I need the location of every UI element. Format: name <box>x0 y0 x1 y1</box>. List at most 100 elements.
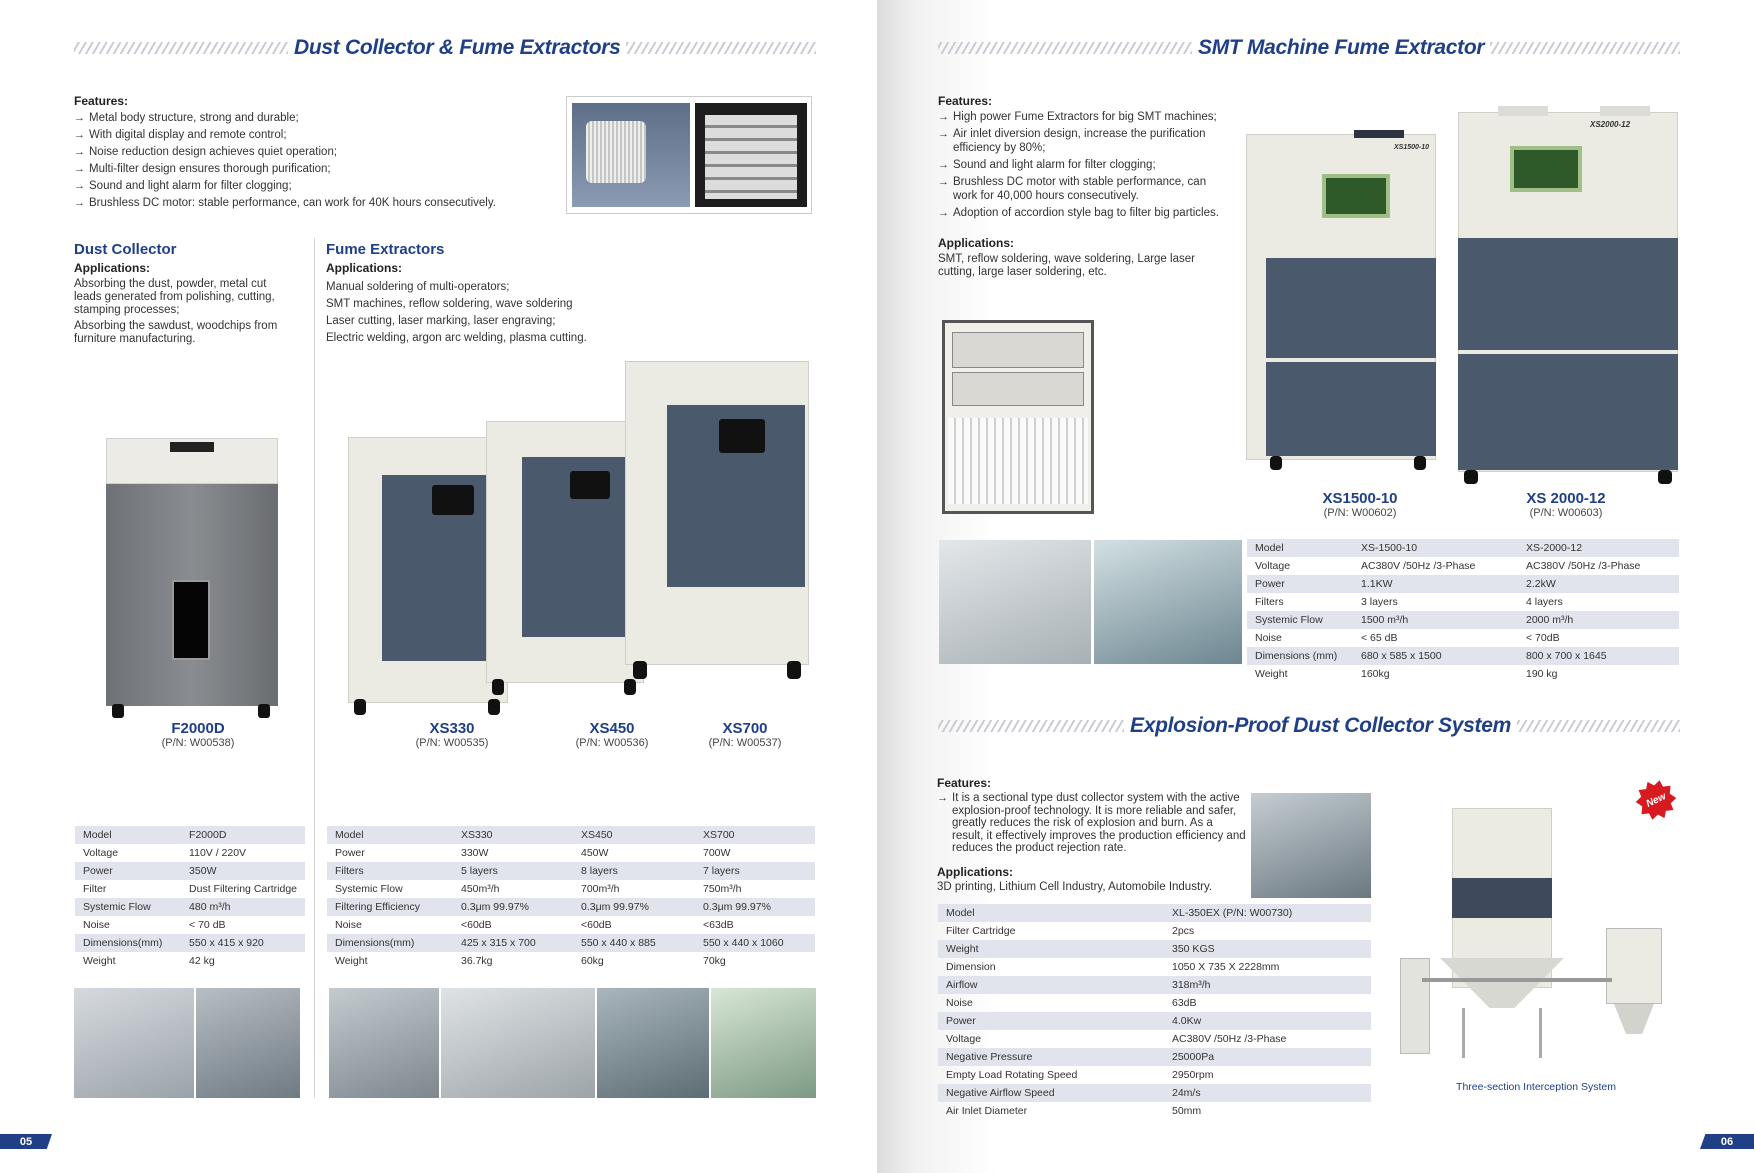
explosion-header: Explosion-Proof Dust Collector System <box>938 714 1680 737</box>
table-cell: 1500 m³/h <box>1353 611 1518 629</box>
table-cell: Dimensions(mm) <box>327 934 453 952</box>
table-cell: Air Inlet Diameter <box>946 1105 1028 1117</box>
table-cell: Dust Filtering Cartridge <box>189 883 297 895</box>
table-cell: 0.3μm 99.97% <box>453 898 573 916</box>
table-row: Dimensions(mm)550 x 415 x 920 <box>75 934 305 952</box>
xs1500-10-label: XS1500-10 (P/N: W00602) <box>1300 490 1420 519</box>
table-cell: Systemic Flow <box>75 898 182 916</box>
feature-item: Sound and light alarm for filter cloggin… <box>938 158 1230 172</box>
xs330-label: XS330 (P/N: W00535) <box>400 720 504 749</box>
application-photo <box>196 988 300 1098</box>
xs2000-12-label: XS 2000-12 (P/N: W00603) <box>1506 490 1626 519</box>
filter-layers-image <box>695 103 807 207</box>
machine-label: XS1500-10 <box>1394 144 1430 151</box>
application-photo <box>1094 540 1242 664</box>
f2000d-image <box>106 438 278 718</box>
table-cell: Weight <box>938 940 1164 958</box>
explosion-applications-heading: Applications: <box>937 864 1014 879</box>
fume-application-item: Laser cutting, laser marking, laser engr… <box>326 315 556 327</box>
table-cell: 190 kg <box>1526 668 1558 680</box>
table-cell: AC380V /50Hz /3-Phase <box>1526 560 1641 572</box>
table-cell: Noise <box>83 919 110 931</box>
table-cell: < 70 dB <box>189 919 226 931</box>
xs700-image <box>625 361 809 679</box>
table-cell: 680 x 585 x 1500 <box>1353 647 1518 665</box>
model-name: XS330 <box>429 720 475 737</box>
table-cell: 1050 X 735 X 2228mm <box>1172 961 1280 973</box>
system-caption: Three-section Interception System <box>1456 1081 1616 1093</box>
part-number: (P/N: W00538) <box>161 737 235 749</box>
table-cell: XS-1500-10 <box>1353 539 1518 557</box>
table-cell: 36.7kg <box>461 955 493 967</box>
features-heading: Features: <box>938 94 993 108</box>
table-cell: Power <box>335 847 365 859</box>
table-cell: Systemic Flow <box>335 883 403 895</box>
table-cell: XL-350EX (P/N: W00730) <box>1164 904 1371 922</box>
table-cell: Filter Cartridge <box>946 925 1016 937</box>
feature-item: Multi-filter design ensures thorough pur… <box>74 161 554 178</box>
application-photo <box>74 988 194 1098</box>
table-cell: Dimension <box>946 961 996 973</box>
table-cell: 160kg <box>1361 668 1390 680</box>
dust-collector-section: Dust Collector Applications: Absorbing t… <box>74 241 294 346</box>
model-name: F2000D <box>171 720 225 737</box>
filter-cartridge-image <box>572 103 690 207</box>
table-cell: Model <box>938 904 1164 922</box>
model-name: XS1500-10 <box>1322 490 1398 507</box>
table-cell: 2950rpm <box>1172 1069 1214 1081</box>
fume-application-item: SMT machines, reflow soldering, wave sol… <box>326 298 573 310</box>
table-row: Weight 160kg 190 kg <box>1247 665 1679 683</box>
explosion-proof-system-image <box>1392 778 1692 1078</box>
table-cell: Weight <box>1255 668 1288 680</box>
table-cell: 42 kg <box>189 955 215 967</box>
table-cell: Dimensions(mm) <box>75 934 182 952</box>
table-cell: Power <box>1247 575 1353 593</box>
filter-photo-frame <box>566 96 812 214</box>
table-cell: Noise <box>335 919 362 931</box>
model-name: XS 2000-12 <box>1526 490 1606 507</box>
table-cell: 8 layers <box>573 862 695 880</box>
feature-item: It is a sectional type dust collector sy… <box>937 792 1247 855</box>
fume-extractors-section: Fume Extractors Applications: Manual sol… <box>326 241 686 347</box>
dust-application-item: Absorbing the sawdust, woodchips from fu… <box>74 320 278 345</box>
part-number: (P/N: W00537) <box>708 737 782 749</box>
table-cell: Weight <box>83 955 116 967</box>
table-row: Weight 42 kg <box>75 952 305 970</box>
table-cell: 350W <box>181 862 305 880</box>
left-header-title: Dust Collector & Fume Extractors <box>294 36 621 59</box>
table-cell: 25000Pa <box>1164 1048 1371 1066</box>
table-cell: Power <box>75 862 182 880</box>
model-name: XS700 <box>722 720 768 737</box>
xs450-image <box>486 421 644 695</box>
table-cell: Voltage <box>946 1033 982 1045</box>
xs2000-12-image: XS2000-12 <box>1458 104 1684 484</box>
xs330-image <box>348 437 508 715</box>
xs700-label: XS700 (P/N: W00537) <box>693 720 797 749</box>
table-row: Noise< 65 dB< 70dB <box>1247 629 1679 647</box>
fume-application-item: Manual soldering of multi-operators; <box>326 281 510 293</box>
table-cell: XS330 <box>453 826 573 844</box>
table-cell: Model <box>327 826 453 844</box>
table-cell: Voltage <box>83 847 119 859</box>
feature-item: Sound and light alarm for filter cloggin… <box>74 178 554 195</box>
table-cell: Filtering Efficiency <box>327 898 453 916</box>
table-cell: 550 x 440 x 885 <box>573 934 695 952</box>
